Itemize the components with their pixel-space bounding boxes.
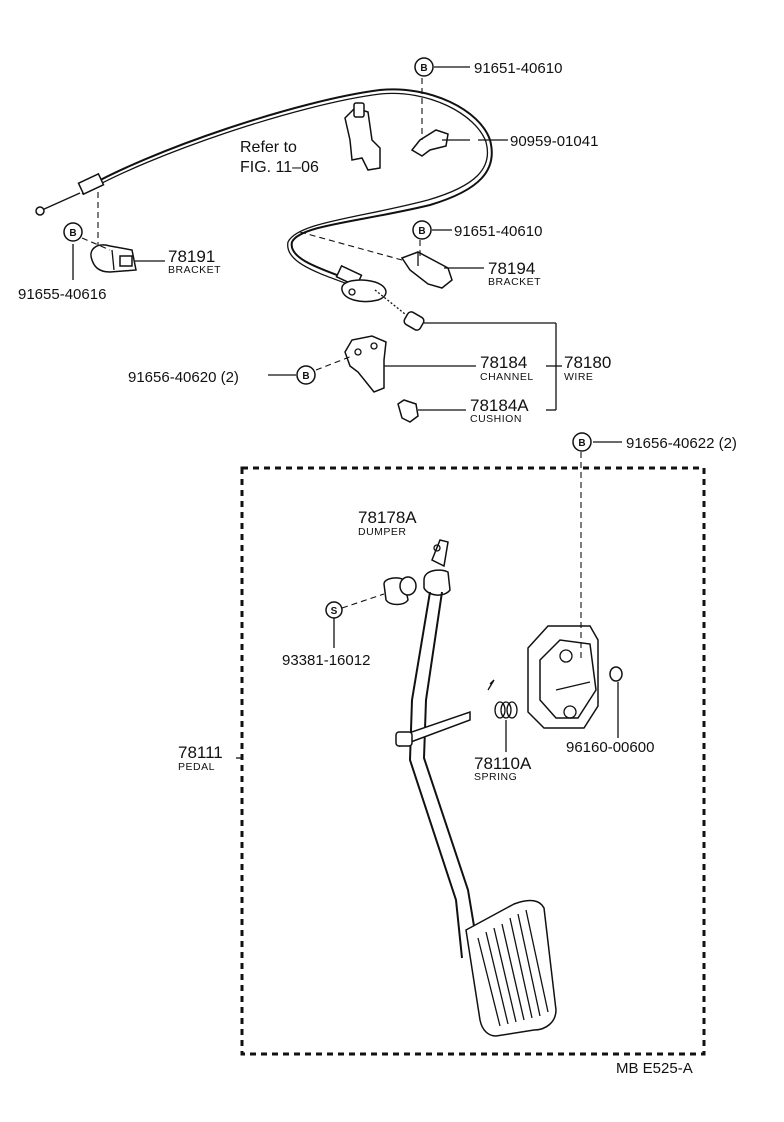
b-badge-left: B: [63, 222, 83, 242]
part-number-93381-16012: 93381-16012: [282, 652, 370, 669]
leader-lines: [72, 66, 622, 759]
figure-code: MB E525-A: [616, 1060, 693, 1077]
bracket-78194-drawing: [400, 251, 453, 289]
part-number-96160-00600: 96160-00600: [566, 739, 654, 756]
svg-text:B: B: [578, 438, 585, 449]
pedal-78111-drawing: [395, 539, 557, 1037]
part-name-channel: CHANNEL: [480, 371, 534, 383]
part-number-78180: 78180: [564, 353, 611, 372]
part-name-bracket-78191: BRACKET: [168, 264, 221, 276]
part-number-91656-40620: 91656-40620 (2): [128, 369, 239, 386]
part-number-78110A: 78110A: [474, 754, 532, 773]
part-name-bracket-78194: BRACKET: [488, 276, 541, 288]
spring-78110A-drawing: [487, 679, 518, 719]
svg-text:B: B: [420, 63, 427, 74]
part-number-78194: 78194: [488, 259, 535, 278]
svg-text:B: B: [69, 228, 76, 239]
part-number-91651-40610-top: 91651-40610: [474, 60, 562, 77]
part-number-78178A: 78178A: [358, 508, 417, 527]
part-name-wire: WIRE: [564, 371, 593, 383]
part-number-91651-40610-mid: 91651-40610: [454, 223, 542, 240]
clip-90959-drawing: [410, 129, 449, 157]
accelerator-cable: [35, 88, 493, 331]
part-name-pedal: PEDAL: [178, 761, 215, 773]
pedal-bracket-drawing: [527, 625, 599, 729]
washer-96160-drawing: [609, 666, 623, 682]
b-badge-top: B: [414, 57, 434, 77]
b-badge-mid: B: [412, 220, 432, 240]
s-badge: S: [325, 601, 343, 619]
part-number-78184A: 78184A: [470, 396, 529, 415]
b-badge-box: B: [572, 432, 592, 452]
svg-text:B: B: [418, 226, 425, 237]
assembly-box: [240, 466, 706, 1056]
part-name-spring: SPRING: [474, 771, 517, 783]
refer-to-line2: FIG. 11–06: [240, 159, 319, 176]
part-number-91655-40616: 91655-40616: [18, 286, 106, 303]
cushion-78184A-drawing: [397, 399, 419, 423]
part-number-91656-40622: 91656-40622 (2): [626, 435, 737, 452]
part-number-78191: 78191: [168, 247, 215, 266]
part-name-dumper: DUMPER: [358, 526, 407, 538]
channel-78184-drawing: [344, 335, 387, 393]
bracket-78191-drawing: [90, 244, 137, 273]
dumper-78178A-drawing: [383, 576, 417, 606]
part-number-78184: 78184: [480, 353, 527, 372]
part-number-90959-01041: 90959-01041: [510, 133, 598, 150]
part-number-78111: 78111: [178, 743, 223, 762]
b-badge-channel: B: [296, 365, 316, 385]
part-name-cushion: CUSHION: [470, 413, 522, 425]
reference-bracket-drawing: [344, 102, 381, 171]
svg-text:S: S: [331, 606, 338, 617]
refer-to-line1: Refer to: [240, 139, 297, 156]
svg-text:B: B: [302, 371, 309, 382]
